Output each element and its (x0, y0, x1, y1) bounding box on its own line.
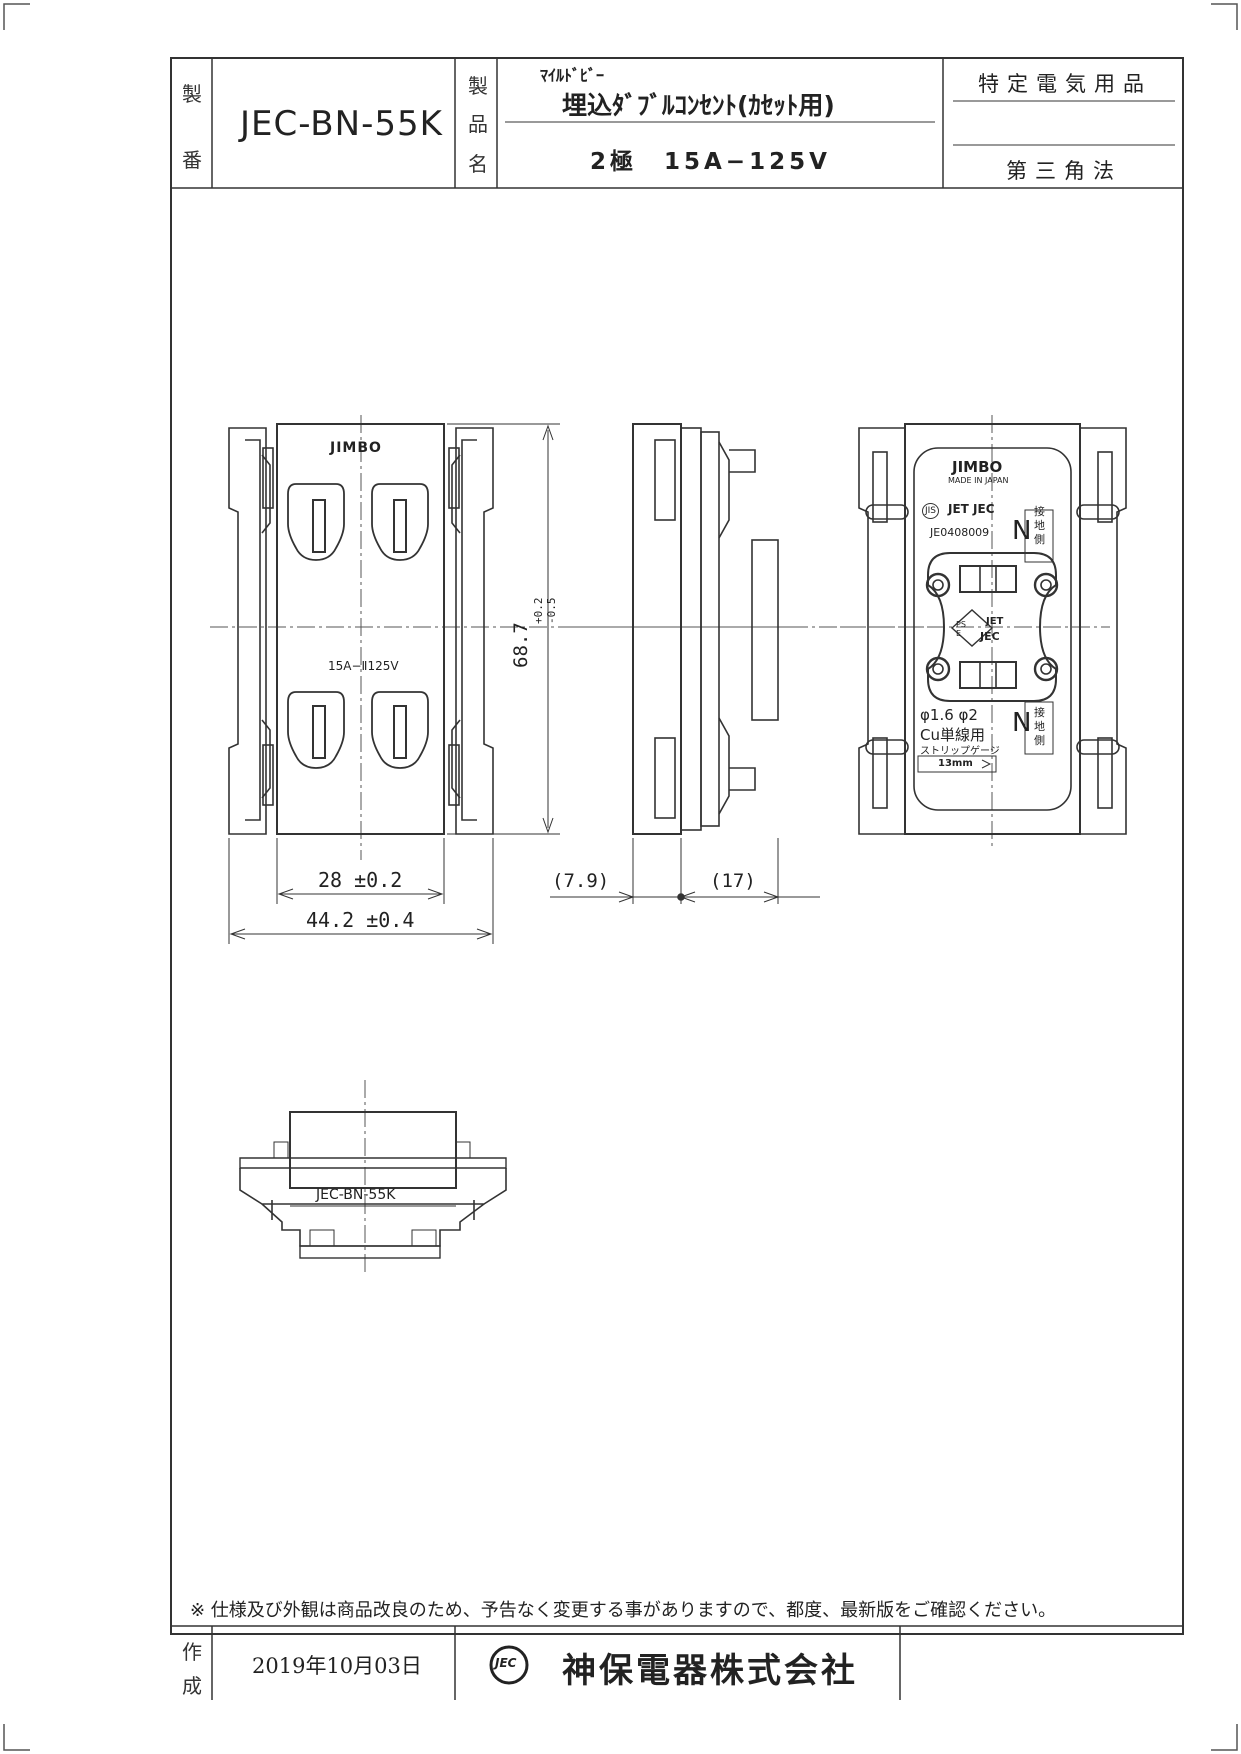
sakusei-label-bottom: 成 (182, 1674, 202, 1698)
jis-mark: JIS (922, 503, 940, 519)
hinmei-label-2: 品 (468, 112, 488, 136)
logo-text: JEC (495, 1656, 517, 1670)
front-rating: 15A−Ⅱ125V (328, 659, 399, 673)
crop-marks (3, 3, 1238, 1751)
back-view (840, 415, 1127, 850)
creation-date: 2019年10月03日 (252, 1654, 422, 1678)
disclaimer-note: ※ 仕様及び外観は商品改良のため、予告なく変更する事がありますので、都度、最新版… (190, 1600, 1057, 1621)
bottom-view (239, 1080, 507, 1276)
company-logo (489, 1645, 529, 1685)
ground-label-bottom: 接地側 (1034, 706, 1045, 747)
back-brand: JIMBO (952, 458, 1003, 476)
dim-inner-width: 28 ±0.2 (318, 868, 403, 892)
dim-side-left: (7.9) (552, 870, 610, 892)
hinmei-label-1: 製 (468, 74, 488, 98)
back-jet-mark: JET (986, 616, 1004, 627)
category: 特定電気用品 (978, 72, 1152, 96)
dim-side-right: (17) (710, 870, 756, 892)
dim-outer-width: 44.2 ±0.4 (306, 908, 415, 932)
seiban-label-bottom: 番 (182, 148, 202, 172)
side-view (550, 423, 820, 904)
company-name: 神保電器株式会社 (562, 1651, 858, 1691)
front-brand: JIMBO (330, 440, 382, 456)
strip-gauge-label: ストリップゲージ (920, 746, 1000, 757)
product-name: 埋込ﾀﾞﾌﾞﾙｺﾝｾﾝﾄ(ｶｾｯﾄ用) (562, 91, 835, 120)
pse-mark: PS E (956, 620, 966, 638)
back-cert: JET JEC (948, 502, 995, 516)
sakusei-label-top: 作 (182, 1640, 202, 1664)
wire-size: φ1.6 φ2 (920, 706, 978, 724)
rating: 2極 15A−125V (590, 149, 831, 175)
title-block-grid (170, 57, 1184, 1700)
ground-label-top: 接地側 (1034, 505, 1045, 546)
series-name: ﾏｲﾙﾄﾞﾋﾞｰ (540, 66, 605, 85)
model-number: JEC-BN-55K (240, 104, 443, 144)
bottom-model-label: JEC-BN-55K (316, 1187, 396, 1203)
n-mark-top: N (1012, 516, 1032, 546)
hinmei-label-3: 名 (468, 152, 488, 176)
title-frame (170, 57, 1184, 1635)
seiban-label-top: 製 (182, 82, 202, 106)
wire-type: Cu単線用 (920, 726, 985, 744)
back-cert-number: JE0408009 (930, 526, 990, 539)
n-mark-bottom: N (1012, 708, 1032, 738)
back-jec-mark: JEC (980, 630, 1000, 643)
strip-length: 13mm (938, 758, 973, 769)
back-made-in: MADE IN JAPAN (948, 476, 1009, 485)
projection-method: 第三角法 (1006, 159, 1122, 183)
